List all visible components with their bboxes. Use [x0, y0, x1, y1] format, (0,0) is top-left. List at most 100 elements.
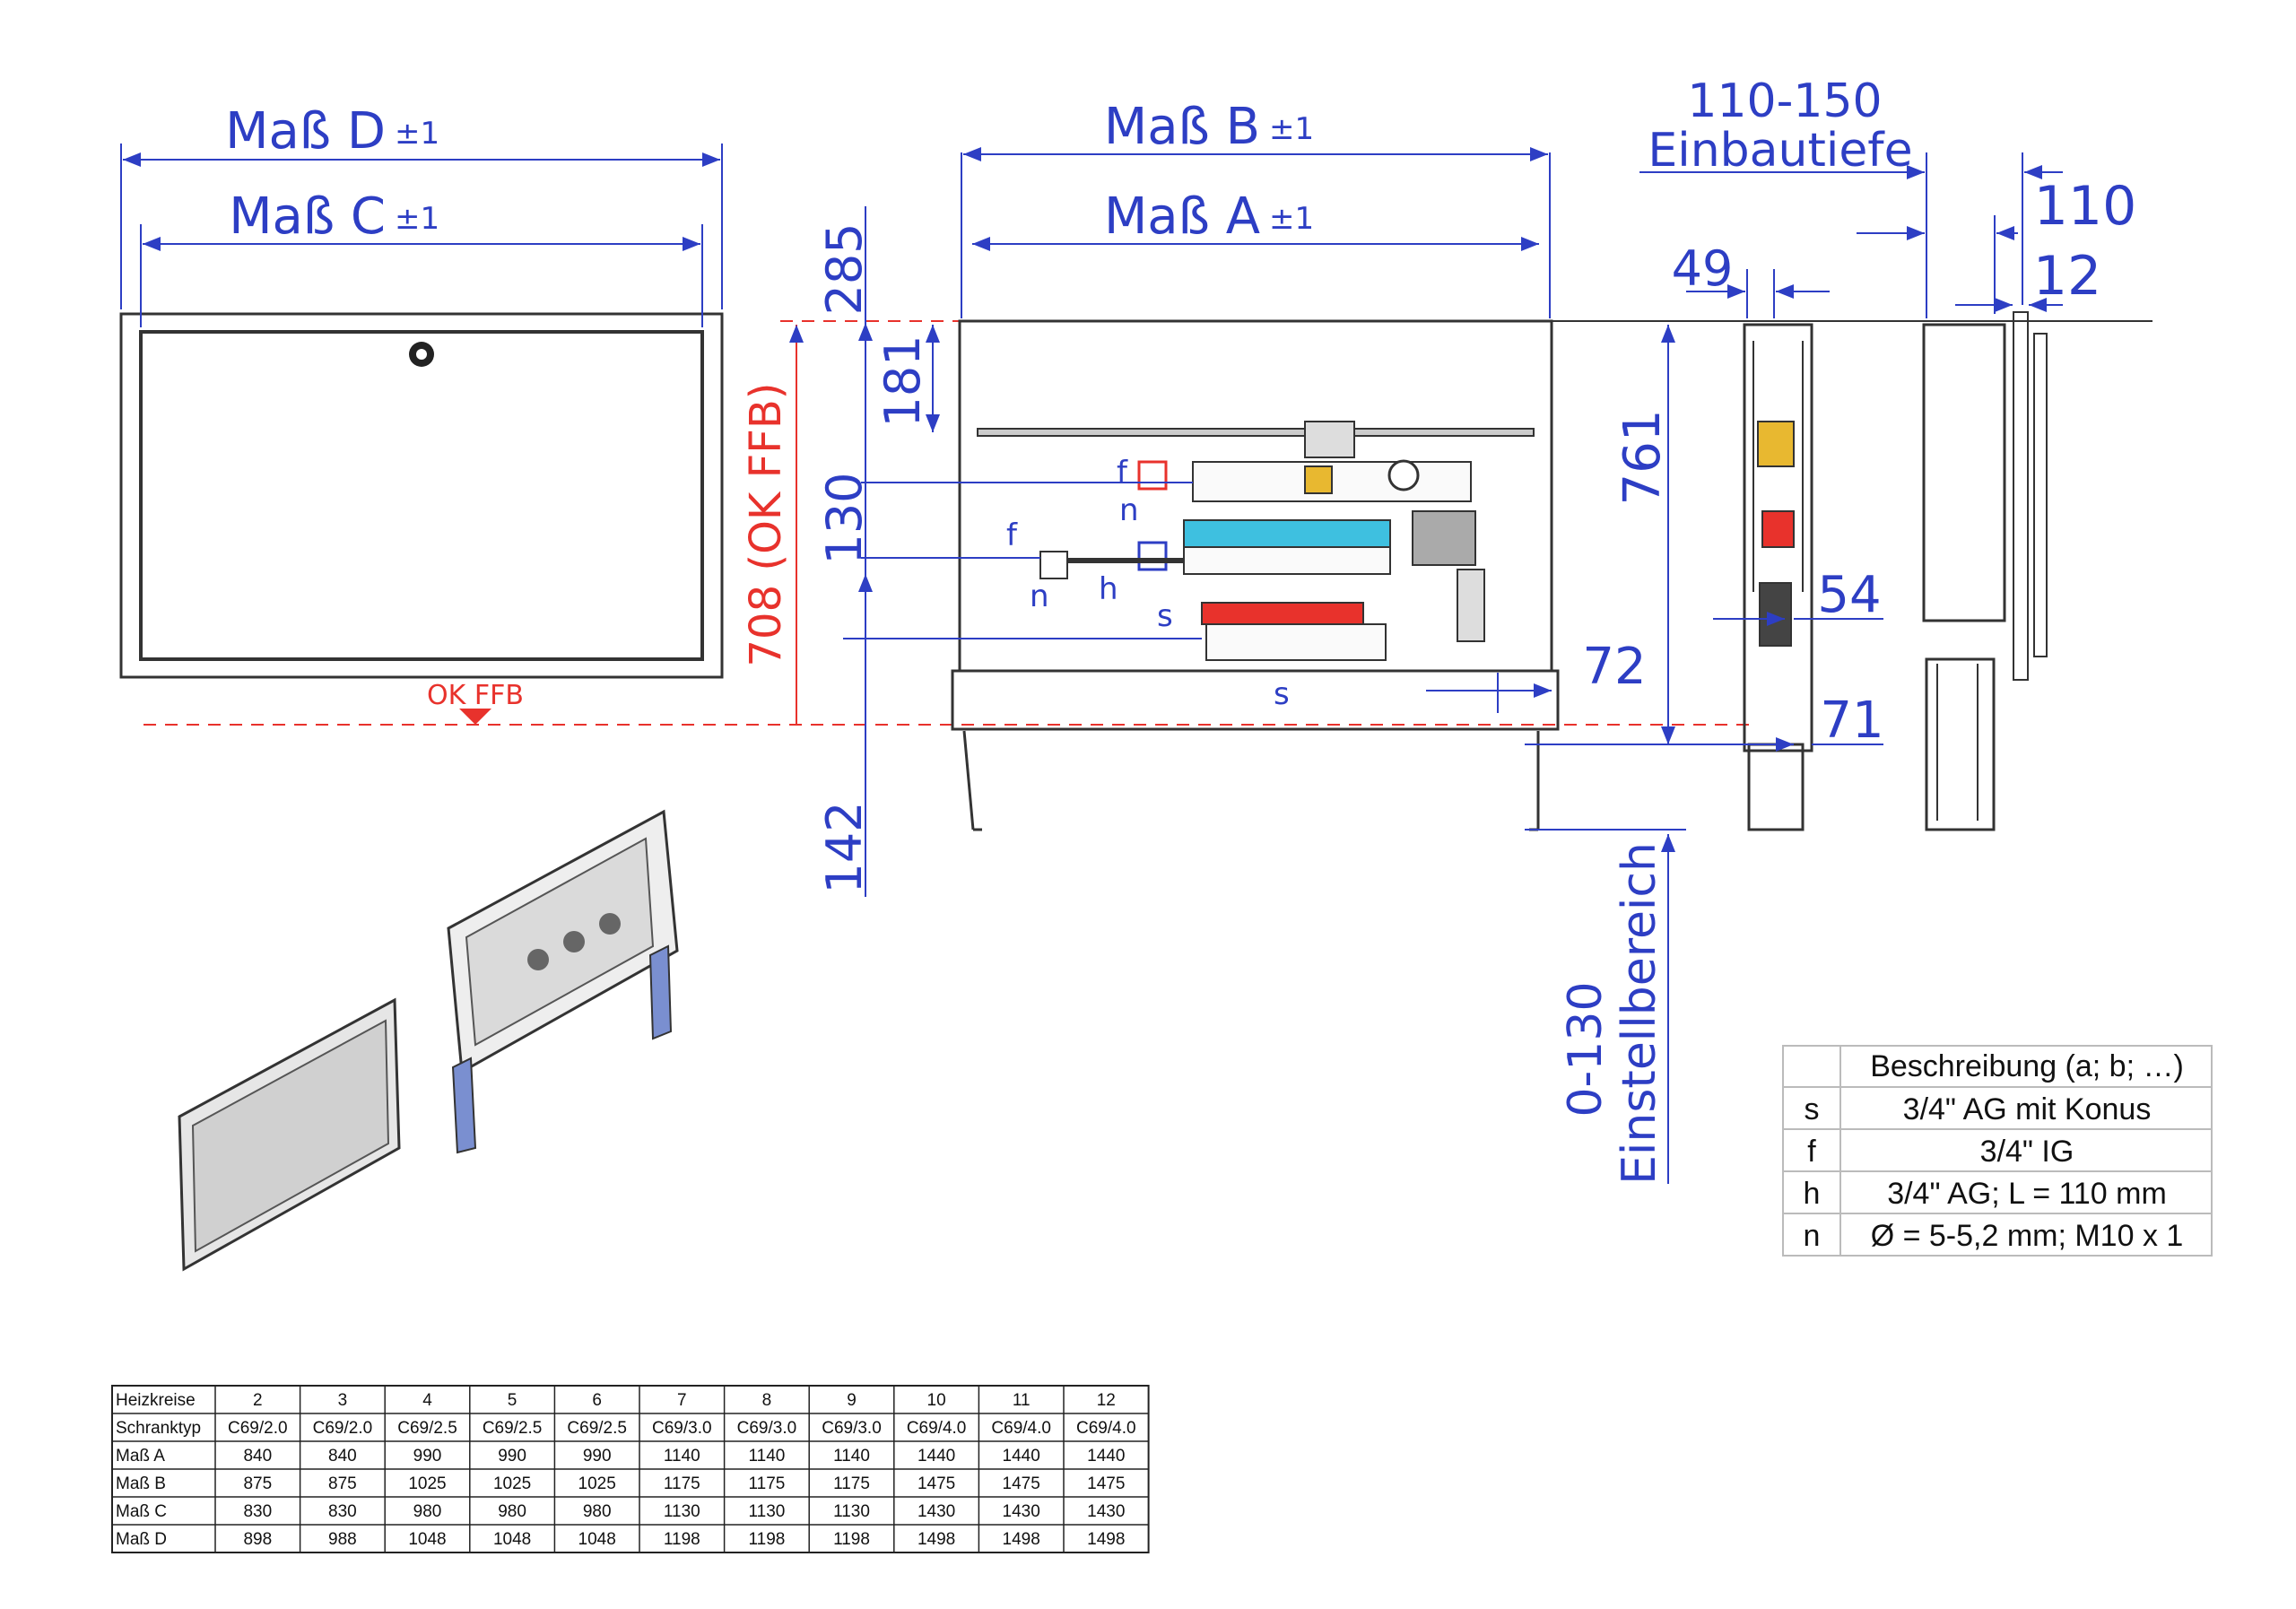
size-table-cell: 1498: [918, 1530, 955, 1549]
size-table-cell: 1130: [748, 1502, 785, 1521]
size-table-cell: 1440: [918, 1447, 955, 1465]
size-table-header-cell: 2: [253, 1391, 263, 1410]
mass-c-tol: ±1: [395, 201, 439, 237]
size-table-cell: Maß D: [116, 1530, 167, 1549]
size-table-cell: 840: [328, 1447, 357, 1465]
size-table-cell: 1048: [578, 1530, 616, 1549]
dim-49: 49: [1672, 240, 1734, 297]
dim-12: 12: [2033, 245, 2101, 308]
size-table-cell: C69/3.0: [822, 1419, 882, 1438]
size-table-cell: 1198: [833, 1530, 870, 1549]
size-table-cell: 980: [498, 1502, 526, 1521]
size-table-cell: 990: [498, 1447, 526, 1465]
size-table-cell: 1048: [493, 1530, 531, 1549]
dim-285: 285: [816, 222, 873, 315]
mass-c-label: Maß C: [229, 187, 386, 246]
size-table-cell: C69/2.5: [567, 1419, 627, 1438]
size-table-cell: 875: [243, 1474, 272, 1493]
size-table-cell: 1140: [833, 1447, 870, 1465]
legend-key: n: [1804, 1219, 1821, 1253]
size-table-cell: Maß A: [116, 1447, 165, 1465]
dim-72: 72: [1582, 638, 1646, 696]
size-table-cell: 988: [328, 1530, 357, 1549]
mass-a-label: Maß A: [1104, 187, 1260, 246]
size-table-cell: C69/4.0: [991, 1419, 1051, 1438]
size-table-cell: 990: [583, 1447, 612, 1465]
isometric-cabinet: [447, 809, 679, 1154]
mass-b-label: Maß B: [1104, 98, 1260, 156]
size-table-cell: 830: [243, 1502, 272, 1521]
einbautiefe-label: Einbautiefe: [1648, 124, 1912, 178]
mass-b-tol: ±1: [1269, 111, 1314, 147]
size-table-cell: 990: [413, 1447, 442, 1465]
size-table-cell: 1198: [664, 1530, 700, 1549]
size-table-cell: 1025: [578, 1474, 616, 1493]
dim-142: 142: [816, 801, 873, 893]
legend-desc: 3/4" IG: [1980, 1135, 2074, 1169]
size-table-cell: Maß B: [116, 1474, 166, 1493]
size-table-header-cell: 12: [1097, 1391, 1116, 1410]
size-table-cell: 1498: [1087, 1530, 1125, 1549]
size-table-header-cell: 8: [762, 1391, 772, 1410]
size-table-cell: 1498: [1003, 1530, 1040, 1549]
size-table-header-cell: 10: [927, 1391, 946, 1410]
legend-key: h: [1804, 1177, 1821, 1211]
size-table-header-cell: 11: [1013, 1391, 1031, 1410]
size-table-cell: 1475: [1003, 1474, 1040, 1493]
size-table-cell: 1198: [748, 1530, 785, 1549]
size-table-cell: 1430: [918, 1502, 955, 1521]
callout-s-manifold: s: [1157, 598, 1173, 634]
size-table-cell: 1175: [664, 1474, 700, 1493]
legend-desc: 3/4" AG; L = 110 mm: [1887, 1177, 2167, 1211]
size-table-cell: Maß C: [116, 1502, 167, 1521]
side-view-manifold: [1743, 323, 1813, 831]
legend-key: s: [1805, 1092, 1820, 1126]
legend-desc: Ø = 5-5,2 mm; M10 x 1: [1871, 1219, 2184, 1253]
size-table-cell: C69/4.0: [1076, 1419, 1136, 1438]
size-table-cell: C69/4.0: [907, 1419, 967, 1438]
size-table-cell: 1140: [748, 1447, 785, 1465]
callout-f-lower: f: [1006, 517, 1018, 553]
front-view-door: [119, 144, 724, 679]
isometric-door: [178, 997, 401, 1272]
size-table-header-cell: 4: [422, 1391, 432, 1410]
dim-708-ok-ffb: 708 (OK FFB): [741, 383, 791, 667]
size-table-cell: C69/2.0: [228, 1419, 288, 1438]
size-table-header-cell: 5: [508, 1391, 517, 1410]
size-table-cell: C69/2.5: [397, 1419, 457, 1438]
size-table-cell: C69/3.0: [737, 1419, 797, 1438]
mass-d-tol: ±1: [395, 116, 439, 152]
size-table-cell: Schranktyp: [116, 1419, 201, 1438]
size-table-header-cell: 6: [592, 1391, 602, 1410]
size-table-cell: 1430: [1003, 1502, 1040, 1521]
mass-d-label: Maß D: [225, 102, 386, 161]
callout-f-upper: f: [1117, 455, 1128, 491]
dim-71: 71: [1820, 691, 1883, 750]
mass-a-tol: ±1: [1269, 201, 1314, 237]
size-table-cell: 875: [328, 1474, 357, 1493]
ok-ffb-label: OK FFB: [427, 680, 524, 711]
dim-761: 761: [1613, 410, 1672, 506]
size-table-cell: 1175: [833, 1474, 870, 1493]
callout-n-upper: n: [1119, 492, 1139, 528]
size-table-cell: 1475: [918, 1474, 955, 1493]
size-table-cell: 840: [243, 1447, 272, 1465]
callout-h: h: [1099, 571, 1118, 607]
size-table-cell: 1025: [408, 1474, 446, 1493]
adjust-range: 0-130: [1559, 981, 1613, 1117]
side-view-depth: [1922, 311, 2048, 831]
dim-130: 130: [816, 472, 873, 564]
size-table-cell: C69/3.0: [652, 1419, 712, 1438]
dim-110: 110: [2034, 175, 2137, 238]
size-table-cell: 1440: [1003, 1447, 1040, 1465]
size-table-cell: 1430: [1087, 1502, 1125, 1521]
legend-header: Beschreibung (a; b; …): [1870, 1049, 2184, 1083]
size-table-cell: 1175: [748, 1474, 785, 1493]
callout-n-lower: n: [1030, 578, 1049, 614]
dim-181: 181: [874, 335, 931, 427]
size-table-header-cell: 9: [847, 1391, 857, 1410]
size-table-cell: C69/2.0: [313, 1419, 373, 1438]
